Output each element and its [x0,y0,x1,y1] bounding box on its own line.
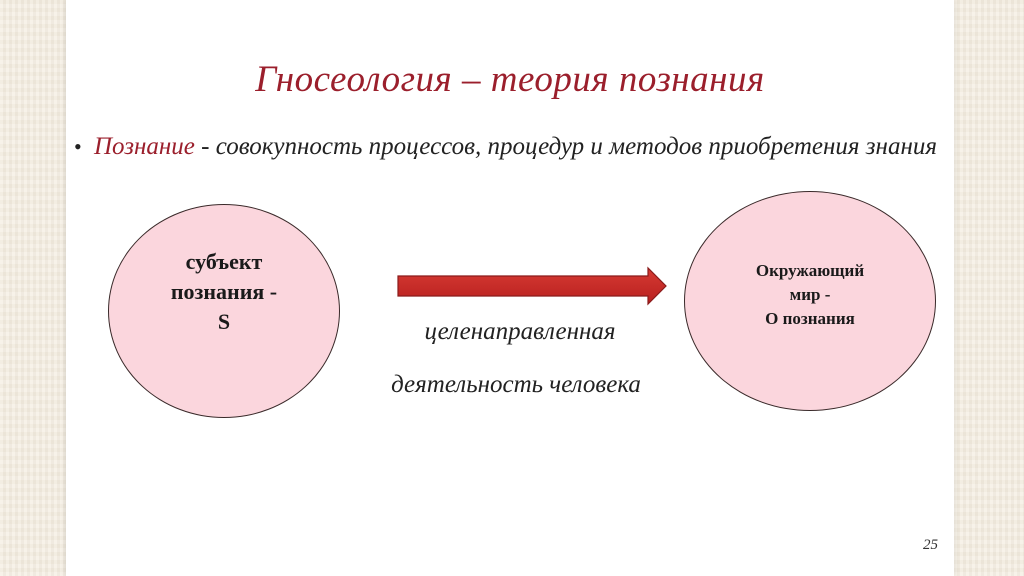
subject-line3: S [217,309,231,334]
object-line1: Окружающий [755,261,865,280]
bullet-term: Познание [94,133,195,160]
bullet-definition: • Познание - совокупность процессов, про… [74,130,944,163]
page-number: 25 [923,537,938,553]
caption-line2: деятельность человека [391,371,641,398]
subject-circle: субъект познания - S [108,204,340,418]
bullet-text: - совокупность процессов, процедур и мет… [194,133,937,160]
arrow-right-icon [397,266,667,306]
object-line2: мир - [789,285,831,304]
slide: Гносеология – теория познания • Познание… [66,0,954,576]
object-line3: О познания [765,309,855,328]
caption-line1: целенаправленная [424,318,616,345]
subject-line1: субъект [185,249,263,274]
object-circle: Окружающий мир - О познания [684,191,936,411]
slide-title: Гносеология – теория познания [255,59,765,100]
subject-line2: познания - [170,279,278,304]
bullet-dot-icon: • [74,134,82,159]
